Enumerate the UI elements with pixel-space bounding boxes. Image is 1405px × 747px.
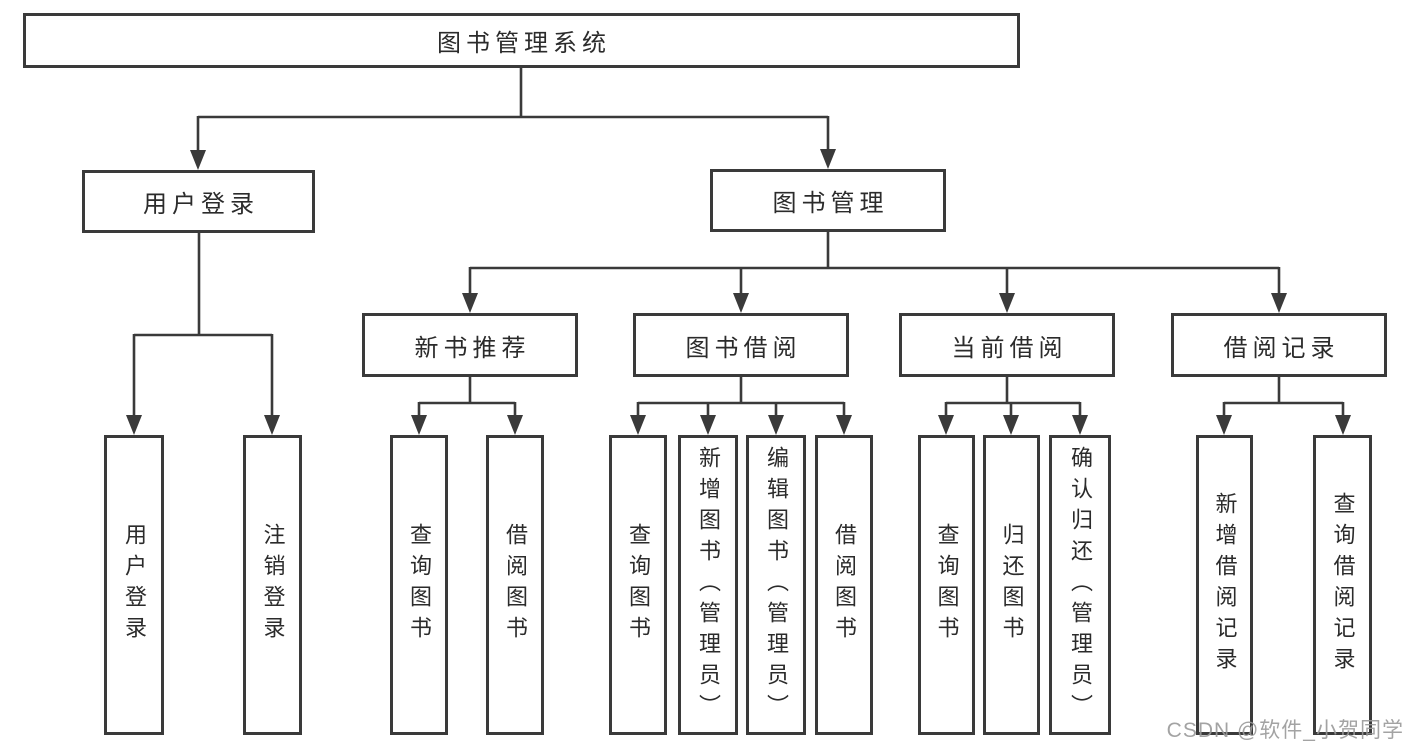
leaf-cb-query-books: 查询图书 <box>918 435 975 735</box>
node-label: 查询图书 <box>407 523 432 647</box>
leaf-user-login: 用户登录 <box>104 435 164 735</box>
node-label: 新增借阅记录 <box>1212 492 1238 678</box>
arrowhead-icon <box>126 149 1351 435</box>
csdn-watermark: CSDN @软件_小贺同学 <box>1166 719 1404 742</box>
leaf-br-query-record: 查询借阅记录 <box>1313 435 1372 735</box>
node-label: 查询图书 <box>934 523 960 647</box>
leaf-nbr-borrow-books: 借阅图书 <box>486 435 544 735</box>
node-borrowing-records: 借阅记录 <box>1171 313 1387 377</box>
node-new-book-recommendation: 新书推荐 <box>362 313 578 377</box>
leaf-logout: 注销登录 <box>243 435 302 735</box>
node-root: 图书管理系统 <box>23 13 1020 68</box>
node-label: 编辑图书（管理员） <box>764 445 789 725</box>
node-label: 借阅记录 <box>1223 334 1340 362</box>
node-label: 查询借阅记录 <box>1330 492 1356 678</box>
node-label: 用户登录 <box>143 191 259 218</box>
node-label: 新增图书（管理员） <box>696 445 721 725</box>
leaf-nbr-query-books: 查询图书 <box>390 435 448 735</box>
node-label: 当前借阅 <box>951 334 1068 362</box>
node-label: 新书推荐 <box>414 334 531 362</box>
node-label: 图书管理 <box>772 190 889 217</box>
node-book-borrowing: 图书借阅 <box>633 313 849 377</box>
leaf-bb-borrow-books: 借阅图书 <box>815 435 873 735</box>
leaf-bb-query-books: 查询图书 <box>609 435 667 735</box>
leaf-cb-return-books: 归还图书 <box>983 435 1040 735</box>
node-label: 查询图书 <box>626 523 651 647</box>
node-label: 确认归还（管理员） <box>1068 445 1093 725</box>
node-label: 图书借阅 <box>685 334 802 362</box>
node-current-borrowing: 当前借阅 <box>899 313 1115 377</box>
node-label: 注销登录 <box>260 523 286 647</box>
leaf-cb-confirm-return-admin: 确认归还（管理员） <box>1049 435 1111 735</box>
node-user-login: 用户登录 <box>82 170 315 233</box>
node-label: 图书管理系统 <box>437 30 611 57</box>
node-label: 借阅图书 <box>503 523 528 647</box>
node-label: 归还图书 <box>999 523 1025 647</box>
leaf-br-add-record: 新增借阅记录 <box>1196 435 1253 735</box>
node-book-management: 图书管理 <box>710 169 946 232</box>
leaf-bb-edit-books-admin: 编辑图书（管理员） <box>746 435 806 735</box>
node-label: 借阅图书 <box>832 523 857 647</box>
node-label: 用户登录 <box>122 523 147 647</box>
leaf-bb-add-books-admin: 新增图书（管理员） <box>678 435 738 735</box>
